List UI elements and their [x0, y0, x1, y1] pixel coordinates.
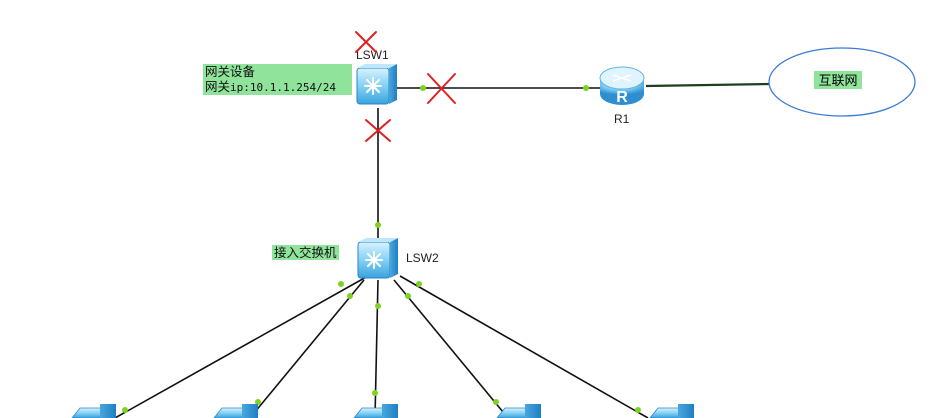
pc-icon	[353, 404, 398, 418]
gateway-note-ip: ip:10.1.1.254/24	[230, 81, 336, 94]
port-dot	[420, 85, 426, 91]
link-lsw2-pc5[interactable]	[399, 275, 649, 418]
switch-lsw2[interactable]	[357, 238, 398, 279]
pc-5[interactable]	[649, 404, 694, 418]
pc-2[interactable]	[213, 404, 258, 418]
pc-icon	[213, 404, 258, 418]
port-dots	[122, 85, 641, 413]
link-lsw2-pc4[interactable]	[393, 279, 509, 418]
pc-3[interactable]	[353, 404, 398, 418]
cloud-label: 互联网	[818, 74, 857, 89]
router-r1[interactable]: R	[599, 66, 645, 106]
port-dot	[375, 303, 381, 309]
link-lsw2-pc1[interactable]	[114, 275, 369, 418]
link-r1-internet[interactable]	[645, 82, 771, 88]
link-lsw2-pc2[interactable]	[249, 279, 365, 418]
pc-1[interactable]	[71, 404, 116, 418]
layer3-switch-icon	[356, 64, 397, 105]
router-icon: R	[599, 66, 645, 106]
access-switch-note-text: 接入交换机	[274, 245, 337, 260]
gateway-note-ip-line: 网关ip:10.1.1.254/24	[205, 79, 350, 95]
port-dot	[347, 293, 353, 299]
x-mark-icon	[427, 73, 456, 104]
x-mark-icon	[355, 31, 377, 53]
port-dot	[255, 399, 261, 405]
access-switch-note[interactable]: 接入交换机	[272, 245, 339, 260]
port-dot	[375, 222, 381, 228]
pc-icon	[71, 404, 116, 418]
router-letter: R	[616, 89, 628, 106]
x-mark-icon	[365, 119, 391, 142]
port-dot	[405, 293, 411, 299]
link-lsw2-pc3[interactable]	[374, 279, 379, 418]
gateway-note-title: 网关设备	[205, 64, 256, 79]
layer3-switch-icon	[357, 238, 398, 279]
fault-marks	[355, 31, 456, 142]
pc-icon	[496, 404, 541, 418]
r1-label: R1	[614, 112, 630, 126]
gateway-note[interactable]: 网关设备 网关ip:10.1.1.254/24	[203, 64, 352, 95]
port-dot	[635, 407, 641, 413]
port-dot	[493, 399, 499, 405]
lsw2-label: LSW2	[406, 251, 439, 265]
switch-lsw1[interactable]	[356, 64, 397, 105]
port-dot	[372, 390, 378, 396]
pc-row	[71, 404, 694, 418]
pc-icon	[649, 404, 694, 418]
gateway-note-ip-prefix: 网关	[205, 79, 231, 94]
port-dot	[416, 281, 422, 287]
internet-cloud[interactable]: 互联网	[768, 47, 916, 117]
port-dot	[583, 85, 589, 91]
pc-4[interactable]	[496, 404, 541, 418]
port-dot	[338, 281, 344, 287]
port-dot	[122, 407, 128, 413]
links	[114, 82, 771, 418]
cloud-label-bg	[814, 71, 862, 89]
lsw1-label: LSW1	[356, 48, 389, 62]
